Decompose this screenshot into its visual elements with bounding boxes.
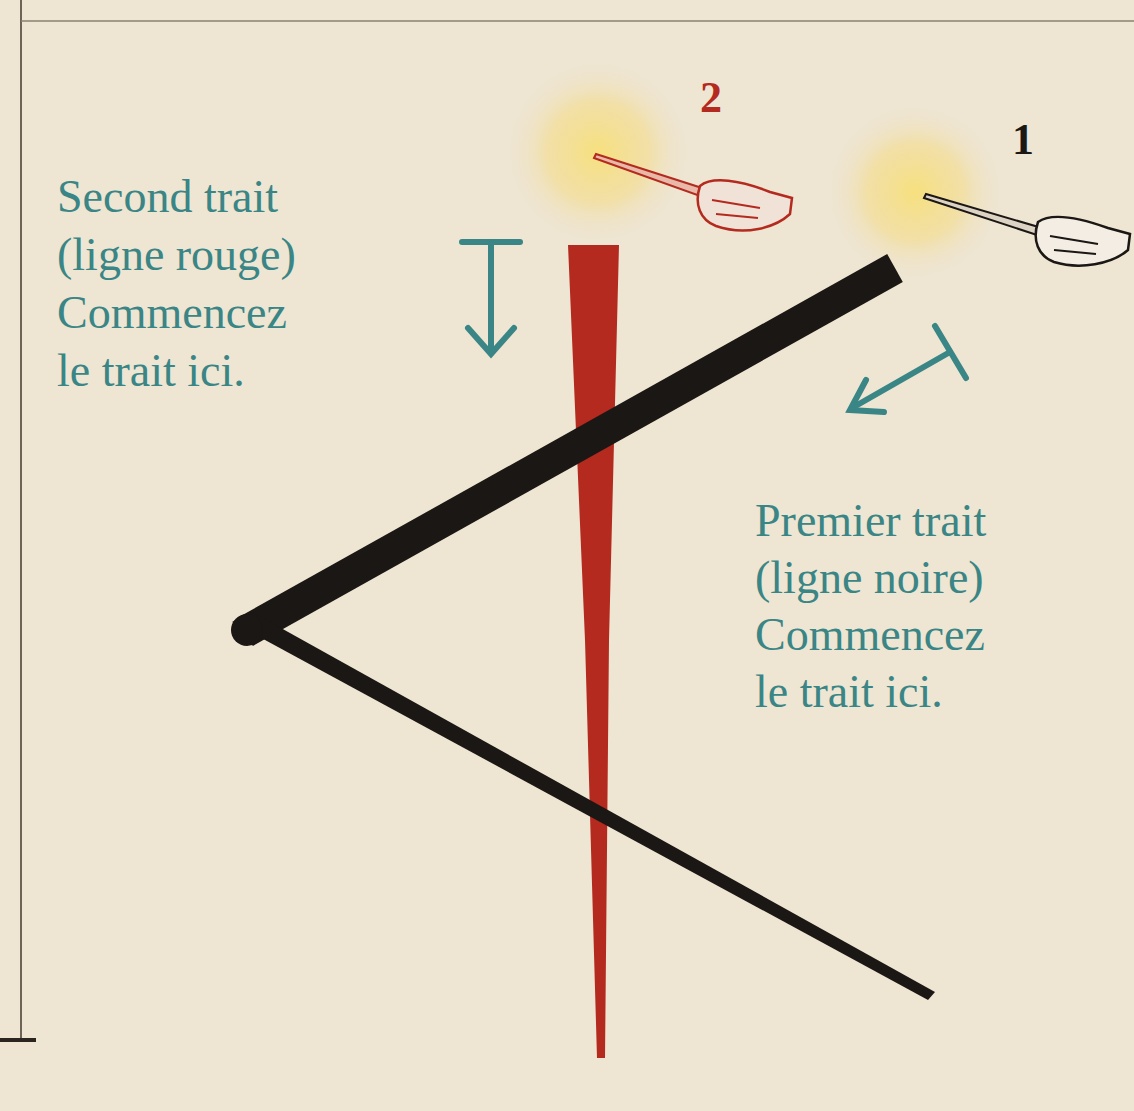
frame-line bbox=[20, 0, 22, 1040]
direction-arrow bbox=[850, 326, 966, 412]
hand bbox=[1050, 236, 1098, 254]
red-stroke bbox=[568, 245, 619, 1058]
instruction-note: Premier trait (ligne noire) Commencez le… bbox=[755, 492, 1017, 720]
direction-arrow bbox=[462, 242, 520, 354]
wand bbox=[924, 194, 1042, 236]
hand bbox=[1036, 217, 1130, 266]
wand-glow bbox=[506, 60, 690, 244]
callout-number: 1 bbox=[1012, 112, 1034, 168]
instruction-note: Second trait (ligne rouge) Commencez le … bbox=[57, 168, 319, 400]
wand bbox=[594, 154, 702, 196]
hand bbox=[698, 180, 792, 230]
wand-glow bbox=[827, 104, 1003, 280]
frame-line bbox=[21, 20, 1134, 22]
hand bbox=[712, 200, 760, 218]
frame-line bbox=[0, 1038, 36, 1042]
black-stroke bbox=[231, 614, 263, 646]
callout-number: 2 bbox=[700, 70, 722, 126]
